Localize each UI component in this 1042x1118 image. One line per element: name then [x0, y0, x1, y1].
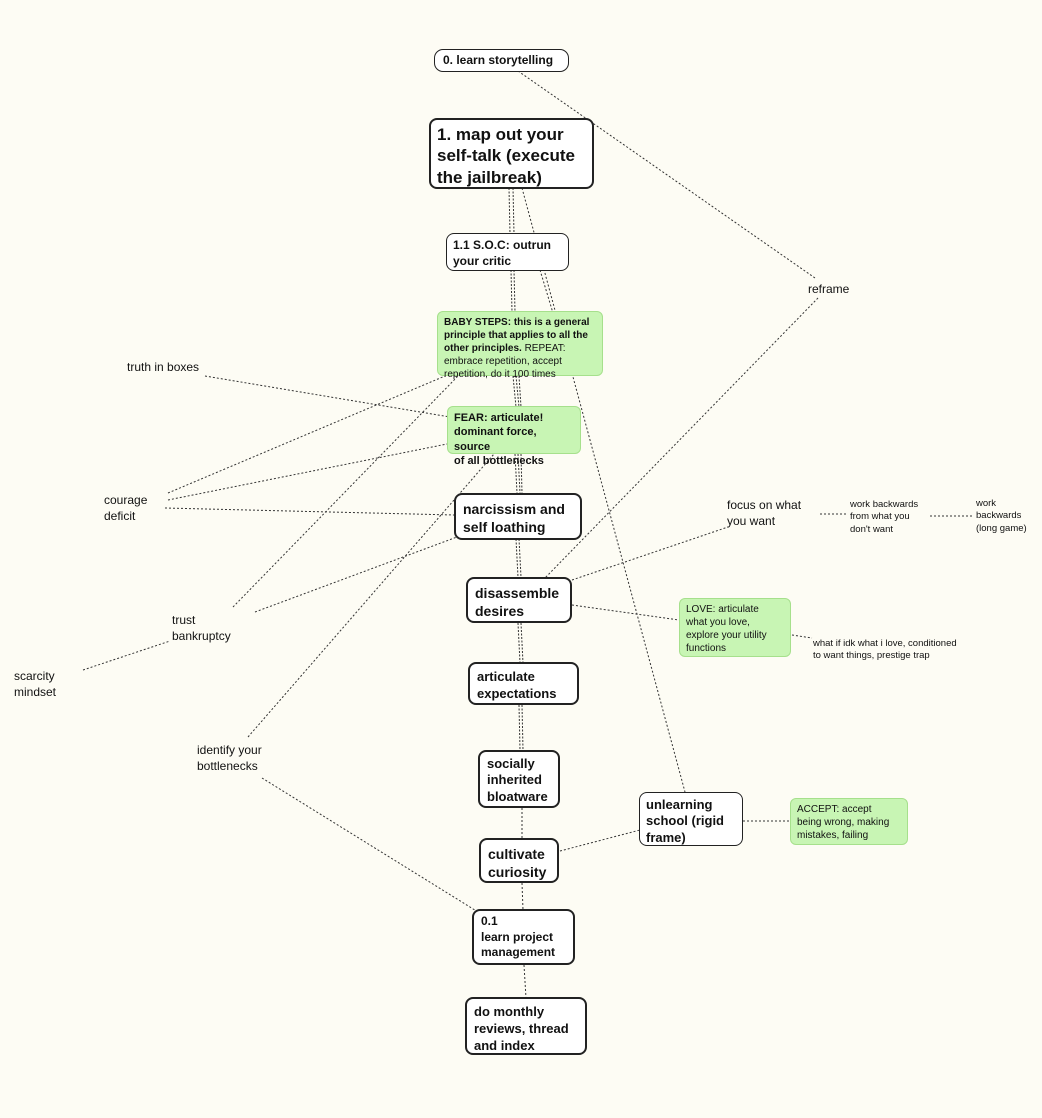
- edge-disassemble-focus: [571, 526, 729, 581]
- node-socially-inherited-bloatware[interactable]: socially inherited bloatware: [478, 750, 560, 808]
- node-learn-project-management[interactable]: 0.1 learn project management: [472, 909, 575, 965]
- node-learn-storytelling[interactable]: 0. learn storytelling: [434, 49, 569, 72]
- label-what-if-idk[interactable]: what if idk what i love, conditioned to …: [813, 638, 957, 662]
- node-unlearning-school[interactable]: unlearning school (rigid frame): [639, 792, 743, 846]
- edge-soc-baby: [510, 269, 516, 313]
- node-articulate-expectations[interactable]: articulate expectations: [468, 662, 579, 705]
- edge-narcissism-disassemble: [515, 538, 522, 578]
- edge-expectations-bloatware: [518, 704, 524, 751]
- edge-scarcity-trust: [82, 640, 171, 671]
- node-narcissism[interactable]: narcissism and self loathing: [454, 493, 582, 540]
- edge-disassemble-expectations: [517, 622, 524, 664]
- node-baby-steps[interactable]: BABY STEPS: this is a general principle …: [437, 311, 603, 380]
- label-trust-bankruptcy[interactable]: trust bankruptcy: [172, 613, 231, 643]
- edge-curiosity-unlearning: [559, 829, 641, 852]
- label-work-backwards-long-game[interactable]: work backwards (long game): [976, 498, 1027, 534]
- label-focus-on-what-you-want[interactable]: focus on what you want: [727, 498, 802, 528]
- node-map-self-talk[interactable]: 1. map out your self-talk (execute the j…: [429, 118, 594, 189]
- edge-love-whatif: [791, 634, 813, 639]
- edge-project-monthly: [523, 964, 527, 999]
- edge-map-unlearning: [521, 187, 686, 793]
- node-fear[interactable]: FEAR: articulate! dominant force, source…: [447, 406, 581, 467]
- edge-bottlenecks-project: [261, 777, 479, 913]
- node-monthly-reviews[interactable]: do monthly reviews, thread and index: [465, 997, 587, 1055]
- node-soc-outrun-critic[interactable]: 1.1 S.O.C: outrun your critic: [446, 233, 569, 271]
- label-truth-in-boxes[interactable]: truth in boxes: [127, 360, 200, 374]
- label-courage-deficit[interactable]: courage deficit: [104, 493, 148, 523]
- edge-disassemble-love: [571, 604, 680, 621]
- edge-courage-narcissism: [164, 507, 455, 516]
- edge-trust-baby: [232, 375, 459, 608]
- label-reframe[interactable]: reframe: [808, 282, 850, 296]
- node-accept[interactable]: ACCEPT: accept being wrong, making mista…: [790, 798, 908, 845]
- baby-steps-bold-text: BABY STEPS: this is a general principle …: [444, 317, 590, 354]
- edge-storytelling-reframe: [517, 70, 816, 279]
- node-love[interactable]: LOVE: articulate what you love, explore …: [679, 598, 791, 657]
- edge-trust-narcissism: [254, 536, 458, 613]
- node-cultivate-curiosity[interactable]: cultivate curiosity: [479, 838, 559, 883]
- node-disassemble-desires[interactable]: disassemble desires: [466, 577, 572, 623]
- label-identify-bottlenecks[interactable]: identify your bottlenecks: [197, 743, 262, 773]
- label-scarcity-mindset[interactable]: scarcity mindset: [14, 669, 57, 699]
- label-work-backwards-from[interactable]: work backwards from what you don't want: [850, 499, 919, 535]
- edge-bottlenecks-fear: [247, 453, 495, 738]
- edge-courage-fear: [167, 443, 448, 501]
- edge-courage-baby: [167, 375, 446, 494]
- edge-map-soc: [508, 187, 515, 235]
- edge-baby-fear: [512, 375, 522, 408]
- edge-curiosity-project: [521, 882, 524, 911]
- edge-truth-fear: [204, 375, 451, 418]
- edge-reframe-disassemble: [544, 297, 819, 579]
- edge-fear-narcissism: [514, 453, 523, 494]
- baby-steps-text: REPEAT: embrace repetition, accept repet…: [444, 343, 566, 380]
